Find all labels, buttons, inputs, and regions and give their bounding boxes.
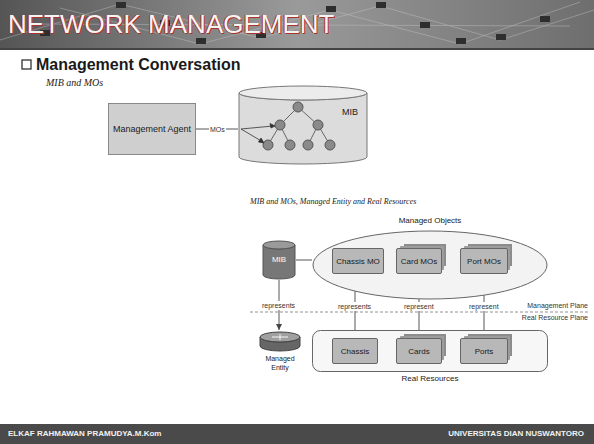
connector-label: MOs xyxy=(209,125,226,134)
node-text: MIB xyxy=(342,107,358,117)
connector xyxy=(296,260,312,261)
managed-objects-group: Managed ObjectsChassis MO Card MOs Port MO… xyxy=(312,216,548,300)
slide-title: NETWORK MANAGEMENT xyxy=(8,9,334,40)
managed-entity: Managed Entity xyxy=(258,330,302,382)
node-text: Chassis xyxy=(341,347,369,356)
node-text: Real Resources xyxy=(312,374,548,383)
section-heading: Management Conversation xyxy=(36,56,240,74)
resource-box: Chassis xyxy=(332,338,378,364)
bullet-square xyxy=(22,60,31,69)
footer-author: ELKAF RAHMAWAN PRAMUDYA.M.Kom xyxy=(8,429,161,438)
connector-label: represents xyxy=(261,301,296,310)
network-lines xyxy=(0,2,594,44)
managed-object-box: Chassis MO xyxy=(332,248,384,274)
mib-store: MIB xyxy=(238,85,368,165)
node-text: Cards xyxy=(408,347,429,356)
connector-label: represents xyxy=(337,302,372,311)
footer-bar xyxy=(0,424,594,444)
mib-cylinder-shape xyxy=(238,85,368,165)
plane-label: Management Plane xyxy=(527,302,588,309)
node-text: Port MOs xyxy=(467,257,501,266)
banner-edge xyxy=(0,48,594,50)
node-text: Ports xyxy=(475,347,494,356)
figure-caption: MIB and MOs, Managed Entity and Real Res… xyxy=(250,197,416,206)
plane-label: Real Resource Plane xyxy=(522,314,588,321)
node-text: Chassis MO xyxy=(336,257,380,266)
real-resources-group: Real Resources Chassis Cards Ports xyxy=(312,330,548,386)
connector-label: represent xyxy=(468,302,500,311)
resource-box: Cards xyxy=(396,338,442,364)
connector-label: represent xyxy=(403,302,435,311)
resource-box: Ports xyxy=(460,338,508,364)
router-icon xyxy=(258,330,302,352)
banner xyxy=(0,0,594,48)
node-text: Management Agent xyxy=(113,124,191,134)
node-text: Managed Objects xyxy=(312,216,548,225)
node-text: Managed Entity xyxy=(258,354,302,372)
node-text: MIB xyxy=(262,255,296,264)
footer-institution: UNIVERSITAS DIAN NUSWANTORO xyxy=(448,429,584,438)
managed-object-box: Card MOs xyxy=(396,248,442,274)
managed-object-box: Port MOs xyxy=(460,248,508,274)
agent-box: Management Agent xyxy=(108,103,196,155)
figure-caption: MIB and MOs xyxy=(46,77,103,88)
node-text: Card MOs xyxy=(401,257,437,266)
mib-store: MIB xyxy=(262,240,296,280)
